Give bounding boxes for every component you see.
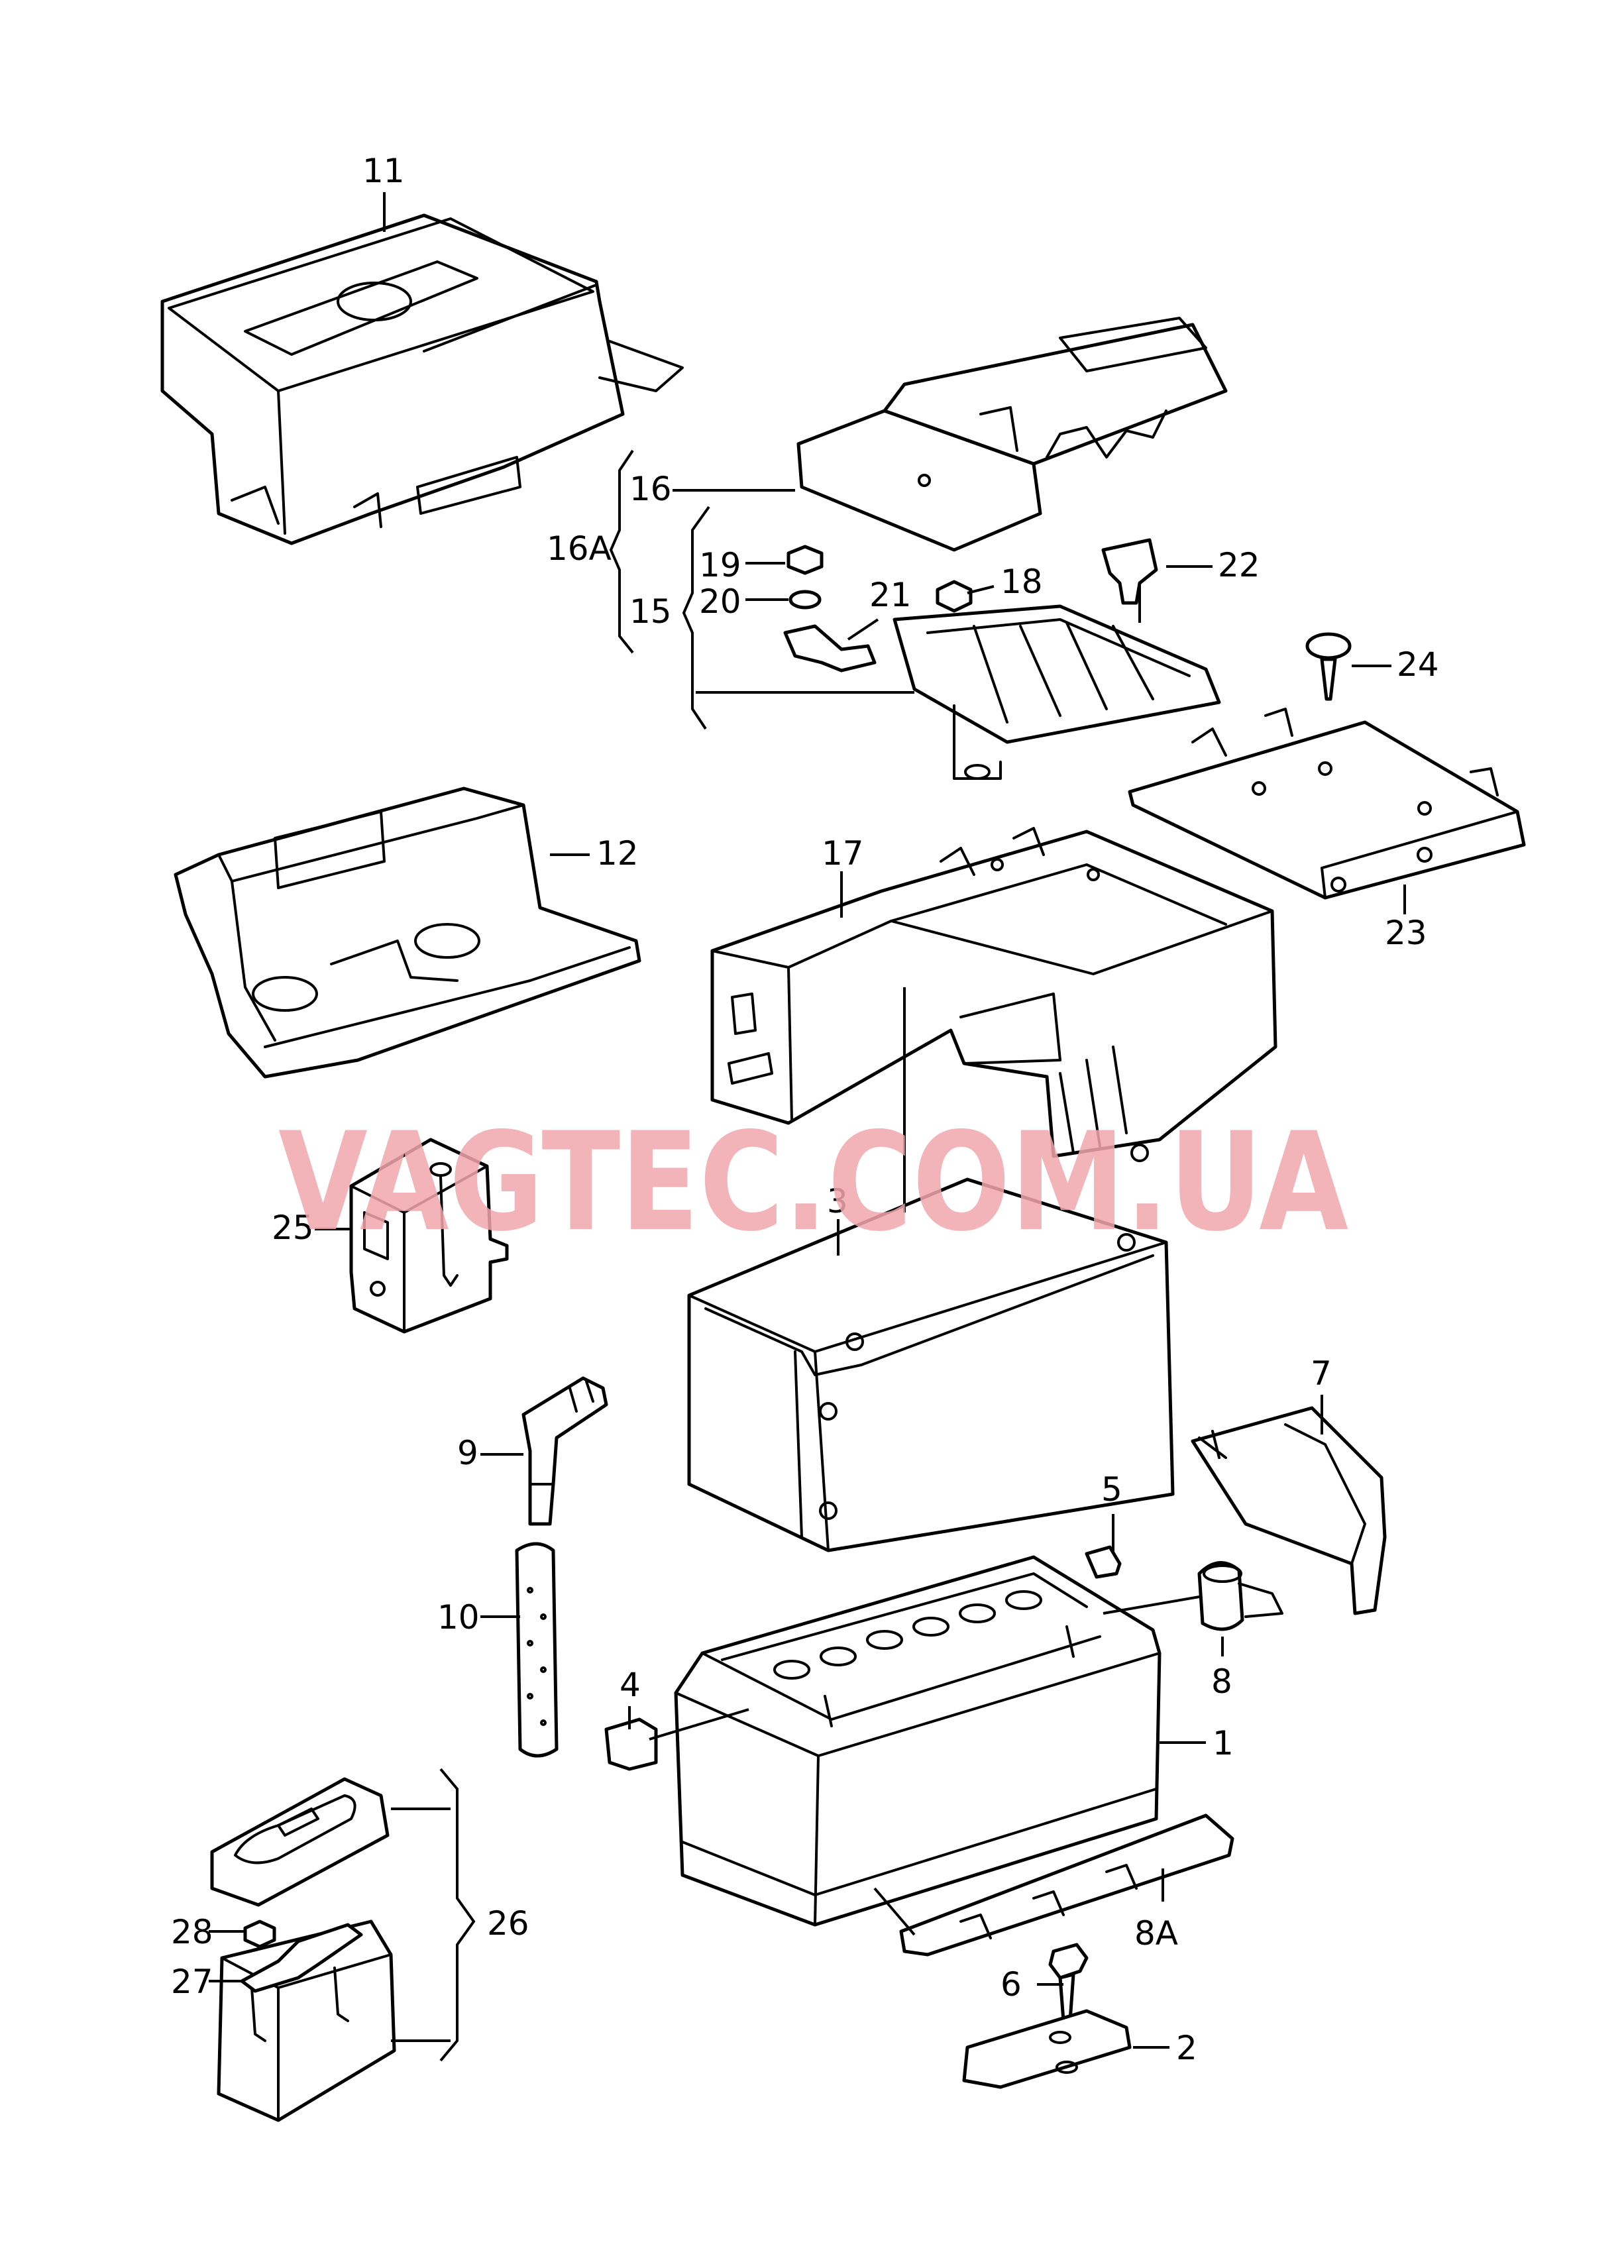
callout-1: 1 (1213, 1724, 1234, 1762)
callout-8A: 8A (1134, 1914, 1178, 1953)
callout-5: 5 (1101, 1470, 1122, 1509)
watermark: VAGTEC.COM.UA (278, 1104, 1348, 1262)
part-22-fuse[interactable] (1101, 538, 1158, 605)
callout-11: 11 (362, 152, 405, 190)
part-10-vent-hose[interactable] (515, 1542, 559, 1758)
part-20-washer[interactable] (788, 590, 822, 610)
callout-6: 6 (1001, 1965, 1022, 2004)
callout-22: 22 (1218, 546, 1260, 584)
part-11-battery-cover[interactable] (160, 213, 684, 545)
callout-8: 8 (1211, 1662, 1232, 1701)
part-23-mounting-plate[interactable] (1128, 708, 1526, 900)
callout-3: 3 (827, 1182, 848, 1220)
part-1-battery[interactable] (674, 1555, 1162, 1927)
callout-24: 24 (1397, 645, 1439, 684)
callout-25: 25 (272, 1209, 314, 1247)
callout-16: 16 (629, 470, 672, 508)
callout-2: 2 (1176, 2029, 1197, 2067)
part-4-cap[interactable] (604, 1717, 658, 1771)
callout-15: 15 (629, 592, 672, 631)
callout-20: 20 (699, 582, 741, 621)
callout-21: 21 (869, 576, 912, 614)
callout-27: 27 (171, 1963, 213, 2001)
part-3-insulation-cover[interactable] (687, 1177, 1175, 1552)
callout-10: 10 (437, 1598, 480, 1637)
callout-28: 28 (171, 1913, 213, 1951)
part-15-fuse-holder[interactable] (893, 604, 1221, 780)
callout-26: 26 (487, 1904, 529, 1943)
part-7-terminal-cover[interactable] (1191, 1406, 1387, 1615)
part-18-nut[interactable] (936, 580, 973, 613)
part-19-nut[interactable] (786, 545, 824, 575)
part-8-terminal-clamp[interactable] (1197, 1561, 1283, 1631)
part-27-bracket[interactable] (240, 1923, 363, 1993)
callout-17: 17 (822, 834, 864, 873)
part-6-bolt[interactable] (1048, 1943, 1089, 2023)
callout-labels: 11 16 16A 15 19 20 21 18 22 24 23 12 17 … (171, 152, 1439, 2067)
callout-23: 23 (1385, 914, 1427, 952)
part-5-plug[interactable] (1085, 1545, 1122, 1579)
part-28-nut[interactable] (243, 1919, 276, 1949)
part-25-relay[interactable] (349, 1138, 509, 1334)
part-24-screw[interactable] (1305, 632, 1352, 701)
callout-9: 9 (457, 1434, 478, 1472)
callout-18: 18 (1001, 563, 1043, 601)
part-12-battery-tray[interactable] (174, 786, 641, 1079)
leader-lines (209, 192, 1406, 2062)
part-8A-hold-down-strip[interactable] (899, 1813, 1234, 1957)
callout-4: 4 (620, 1666, 641, 1704)
callout-12: 12 (596, 834, 639, 873)
callout-7: 7 (1311, 1354, 1332, 1393)
callout-19: 19 (699, 546, 741, 584)
part-16-fuse-box-cover[interactable] (796, 317, 1228, 552)
part-9-vent-elbow[interactable] (521, 1376, 608, 1526)
part-2-clamp-plate[interactable] (962, 2009, 1132, 2089)
part-21-bracket[interactable] (783, 624, 877, 673)
part-17-holder-bracket[interactable] (710, 827, 1277, 1162)
callout-16A: 16A (547, 529, 612, 568)
